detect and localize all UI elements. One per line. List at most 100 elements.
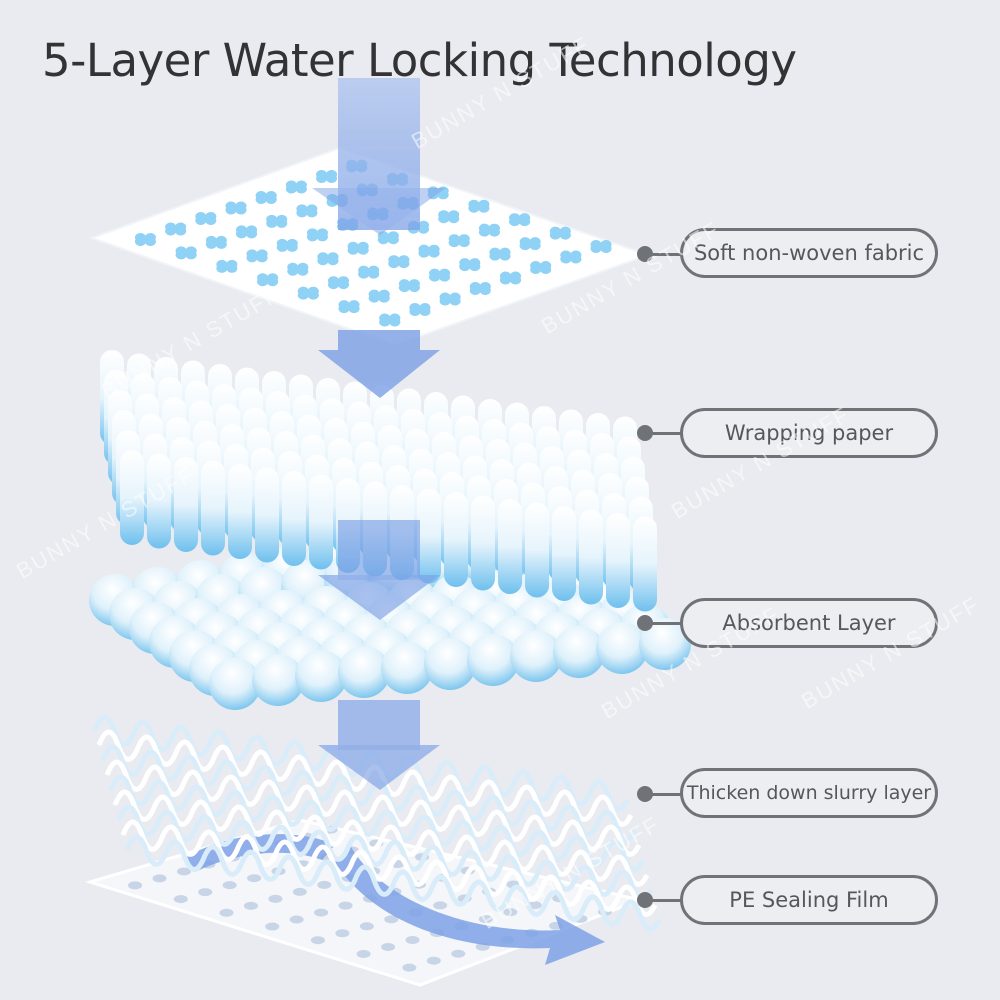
wrapping-fiber xyxy=(444,492,468,587)
slurry-wave xyxy=(120,819,658,917)
film-dot xyxy=(405,936,420,945)
film-dot xyxy=(478,915,493,924)
connector-line xyxy=(645,622,683,625)
wrapping-fiber xyxy=(174,457,198,552)
fabric-pattern-mark xyxy=(459,258,481,272)
fabric-pattern-mark xyxy=(590,240,612,254)
fabric-pattern-mark xyxy=(530,261,552,275)
wrapping-fiber xyxy=(417,488,441,584)
fabric-pattern-mark xyxy=(315,169,338,183)
fabric-pattern-mark xyxy=(134,232,157,246)
connector-line xyxy=(645,899,683,902)
film-dot xyxy=(314,908,329,917)
slurry-wave xyxy=(112,789,650,887)
absorbent-bead xyxy=(467,634,519,686)
page-title: 5-Layer Water Locking Technology xyxy=(42,34,797,87)
film-dot xyxy=(402,963,417,972)
fabric-pattern-mark xyxy=(285,180,307,194)
film-dot xyxy=(317,880,332,889)
wrapping-fiber xyxy=(228,464,252,559)
film-dot xyxy=(503,908,518,917)
wrapping-fiber xyxy=(147,453,171,549)
fabric-pattern-mark xyxy=(519,237,541,251)
wrapping-fiber xyxy=(606,513,630,608)
fabric-pattern-mark xyxy=(205,235,227,249)
fabric-pattern-mark xyxy=(165,222,187,236)
slurry-wave xyxy=(124,834,662,932)
film-dot xyxy=(219,908,234,917)
film-dot xyxy=(128,881,143,890)
film-dot xyxy=(426,956,441,965)
fabric-pattern-mark xyxy=(276,238,298,252)
wrapping-fiber xyxy=(498,499,522,594)
layer-wrapping-paper xyxy=(100,350,657,612)
flow-arrow xyxy=(312,78,446,790)
film-dot xyxy=(356,949,371,958)
film-dot xyxy=(198,888,213,897)
fabric-pattern-mark xyxy=(297,286,319,300)
fabric-pattern-mark xyxy=(195,211,217,225)
fabric-pattern-mark xyxy=(428,268,451,282)
absorbent-bead xyxy=(295,650,347,702)
connector-line xyxy=(645,432,683,435)
film-dot xyxy=(381,942,396,951)
absorbent-bead xyxy=(209,658,261,710)
fabric-pattern-mark xyxy=(347,241,369,255)
absorbent-bead xyxy=(252,654,304,706)
film-dot xyxy=(268,894,283,903)
fabric-pattern-mark xyxy=(296,204,318,218)
connector-dot xyxy=(637,892,653,908)
fabric-pattern-mark xyxy=(468,199,490,213)
label-pe-sealing-film: PE Sealing Film xyxy=(680,875,938,925)
fabric-pattern-mark xyxy=(427,186,449,200)
wrapping-fiber xyxy=(201,460,225,556)
label-soft-non-woven-fabric: Soft non-woven fabric xyxy=(680,228,938,278)
label-wrapping-paper: Wrapping paper xyxy=(680,408,938,458)
fabric-pattern-mark xyxy=(560,250,582,264)
film-dot xyxy=(335,929,350,938)
film-dot xyxy=(451,949,466,958)
wrapping-fiber xyxy=(309,474,333,570)
fabric-pattern-mark xyxy=(388,255,410,269)
absorbent-bead xyxy=(424,638,476,690)
film-dot xyxy=(173,895,188,904)
wrapping-fiber xyxy=(525,502,549,598)
slurry-wave xyxy=(96,729,634,827)
absorbent-bead xyxy=(596,622,648,674)
fabric-pattern-mark xyxy=(509,213,531,227)
slurry-wave xyxy=(108,774,646,872)
fabric-pattern-mark xyxy=(287,262,309,276)
fabric-pattern-mark xyxy=(216,259,238,273)
film-dot xyxy=(247,874,262,883)
connector-dot xyxy=(637,615,653,631)
fabric-pattern-mark xyxy=(317,252,339,266)
film-dot xyxy=(289,915,304,924)
film-dot xyxy=(338,901,353,910)
wrapping-fiber xyxy=(282,471,306,566)
connector-dot xyxy=(637,425,653,441)
absorbent-bead xyxy=(381,642,433,694)
fabric-pattern-mark xyxy=(469,282,491,296)
fabric-pattern-mark xyxy=(338,300,360,314)
film-dot xyxy=(292,887,307,896)
label-thicken-down-slurry-layer: Thicken down slurry layer xyxy=(680,768,938,818)
absorbent-bead xyxy=(338,646,390,698)
wrapping-fiber xyxy=(579,509,603,605)
film-dot xyxy=(359,922,374,931)
slurry-wave xyxy=(100,744,638,842)
film-dot xyxy=(152,874,167,883)
fabric-pattern-mark xyxy=(266,214,288,228)
label-absorbent-layer: Absorbent Layer xyxy=(680,598,938,648)
wrapping-fiber xyxy=(120,450,144,545)
connector-dot xyxy=(637,246,653,262)
fabric-pattern-mark xyxy=(255,190,277,204)
absorbent-bead xyxy=(553,626,605,678)
fabric-pattern-mark xyxy=(418,244,440,258)
fabric-pattern-mark xyxy=(549,226,571,240)
fabric-pattern-mark xyxy=(409,303,431,317)
slurry-wave xyxy=(104,759,642,857)
connector-line xyxy=(645,793,683,796)
film-dot xyxy=(176,867,191,876)
